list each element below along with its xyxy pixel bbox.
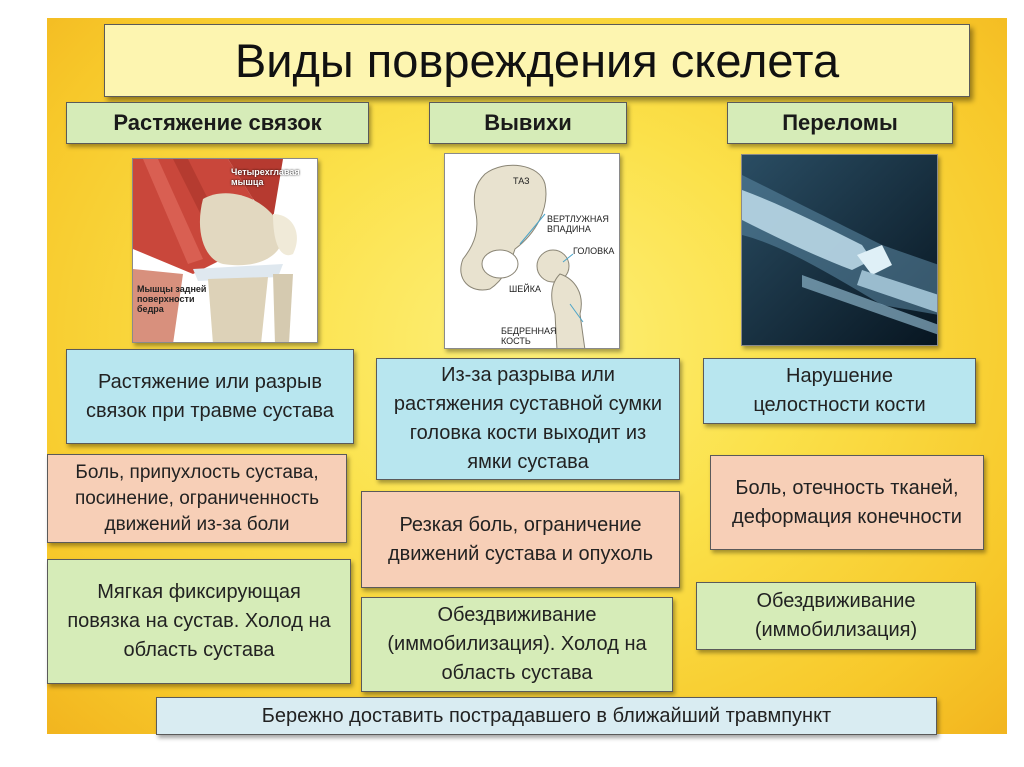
knee-ligament-image: Четырехглавая мышца Мышцы задней поверхн… [132, 158, 318, 343]
fracture-xray-image [741, 154, 938, 346]
xray-illustration [742, 155, 937, 345]
knee-illustration [133, 159, 317, 342]
label-acetabulum: ВЕРТЛУЖНАЯ ВПАДИНА [547, 214, 609, 234]
header-sprain: Растяжение связок [66, 102, 369, 144]
hip-illustration [445, 154, 619, 348]
label-femoral-head: ГОЛОВКА [573, 246, 615, 256]
label-femoral-neck: ШЕЙКА [509, 284, 541, 294]
fracture-symptoms: Боль, отечность тканей, деформация конеч… [710, 455, 984, 550]
dislocation-definition: Из-за разрыва или растяжения суставной с… [376, 358, 680, 480]
sprain-first-aid: Мягкая фиксирующая повязка на сустав. Хо… [47, 559, 351, 684]
page-title: Виды повреждения скелета [104, 24, 970, 97]
header-dislocation: Вывихи [429, 102, 627, 144]
sprain-symptoms: Боль, припухлость сустава, посинение, ог… [47, 454, 347, 543]
label-hamstrings: Мышцы задней поверхности бедра [137, 284, 207, 314]
footer-instruction: Бережно доставить пострадавшего в ближай… [156, 697, 937, 735]
fracture-first-aid: Обездвиживание (иммобилизация) [696, 582, 976, 650]
dislocation-first-aid: Обездвиживание (иммобилизация). Холод на… [361, 597, 673, 692]
label-femur: БЕДРЕННАЯ КОСТЬ [501, 326, 557, 346]
sprain-definition: Растяжение или разрыв связок при травме … [66, 349, 354, 444]
label-pelvis: ТАЗ [513, 176, 530, 186]
dislocation-symptoms: Резкая боль, ограничение движений сустав… [361, 491, 680, 588]
fracture-definition: Нарушение целостности кости [703, 358, 976, 424]
hip-joint-image: ТАЗ ВЕРТЛУЖНАЯ ВПАДИНА ГОЛОВКА ШЕЙКА БЕД… [444, 153, 620, 349]
label-quadriceps: Четырехглавая мышца [231, 167, 300, 187]
header-fracture: Переломы [727, 102, 953, 144]
